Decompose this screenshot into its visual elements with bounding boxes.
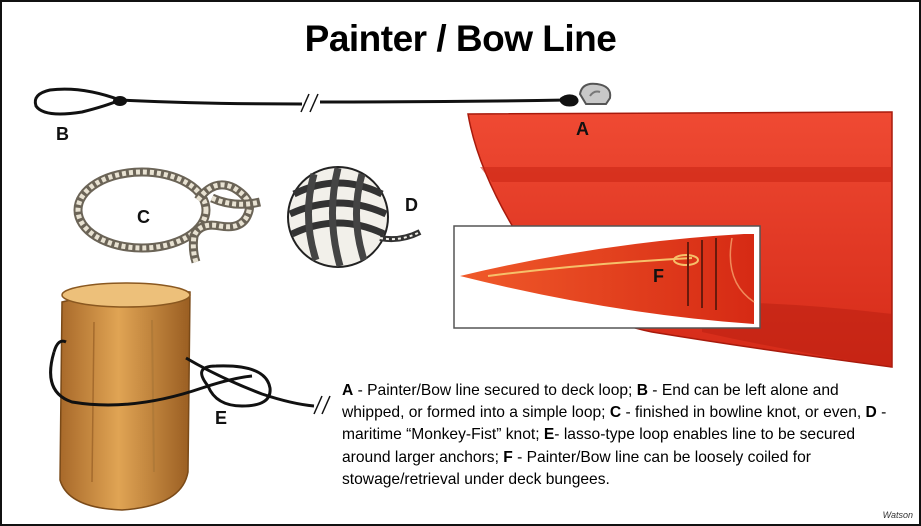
label-f: F [653, 266, 664, 286]
label-b: B [56, 124, 69, 144]
caption-part-a: - Painter/Bow line secured to deck loop; [353, 382, 637, 399]
label-c: C [137, 207, 150, 227]
caption-part-d: - maritime “Monkey-Fist” knot; [342, 404, 887, 444]
caption-part-c: - finished in bowline knot, or even, [621, 404, 866, 422]
caption-key-e: E [543, 426, 555, 444]
caption-key-c: C [609, 404, 622, 422]
painter-line [33, 87, 579, 116]
caption-key-a: A [342, 382, 354, 399]
coil-inset [453, 225, 761, 329]
caption-key-b: B [636, 382, 648, 399]
caption-part-e: - lasso-type loop enables line to be sec… [342, 426, 856, 466]
lasso-loop [49, 339, 331, 415]
label-d: D [405, 195, 418, 215]
label-a: A [576, 119, 589, 139]
page-title: Painter / Bow Line [304, 18, 617, 59]
artist-credit: Watson [882, 510, 913, 520]
caption-part-f: - Painter/Bow line can be loosely coiled… [342, 448, 811, 488]
caption-text: A - Painter/Bow line secured to deck loo… [342, 380, 902, 491]
monkey-fist-knot [287, 166, 422, 268]
deck-loop [578, 82, 612, 105]
caption-key-f: F [503, 448, 513, 466]
label-e: E [215, 408, 228, 428]
caption-key-d: D [865, 404, 877, 422]
caption-part-b: - End can be left alone and whipped, or … [342, 382, 839, 422]
wooden-post [59, 282, 191, 511]
bowline-knot [73, 167, 262, 264]
